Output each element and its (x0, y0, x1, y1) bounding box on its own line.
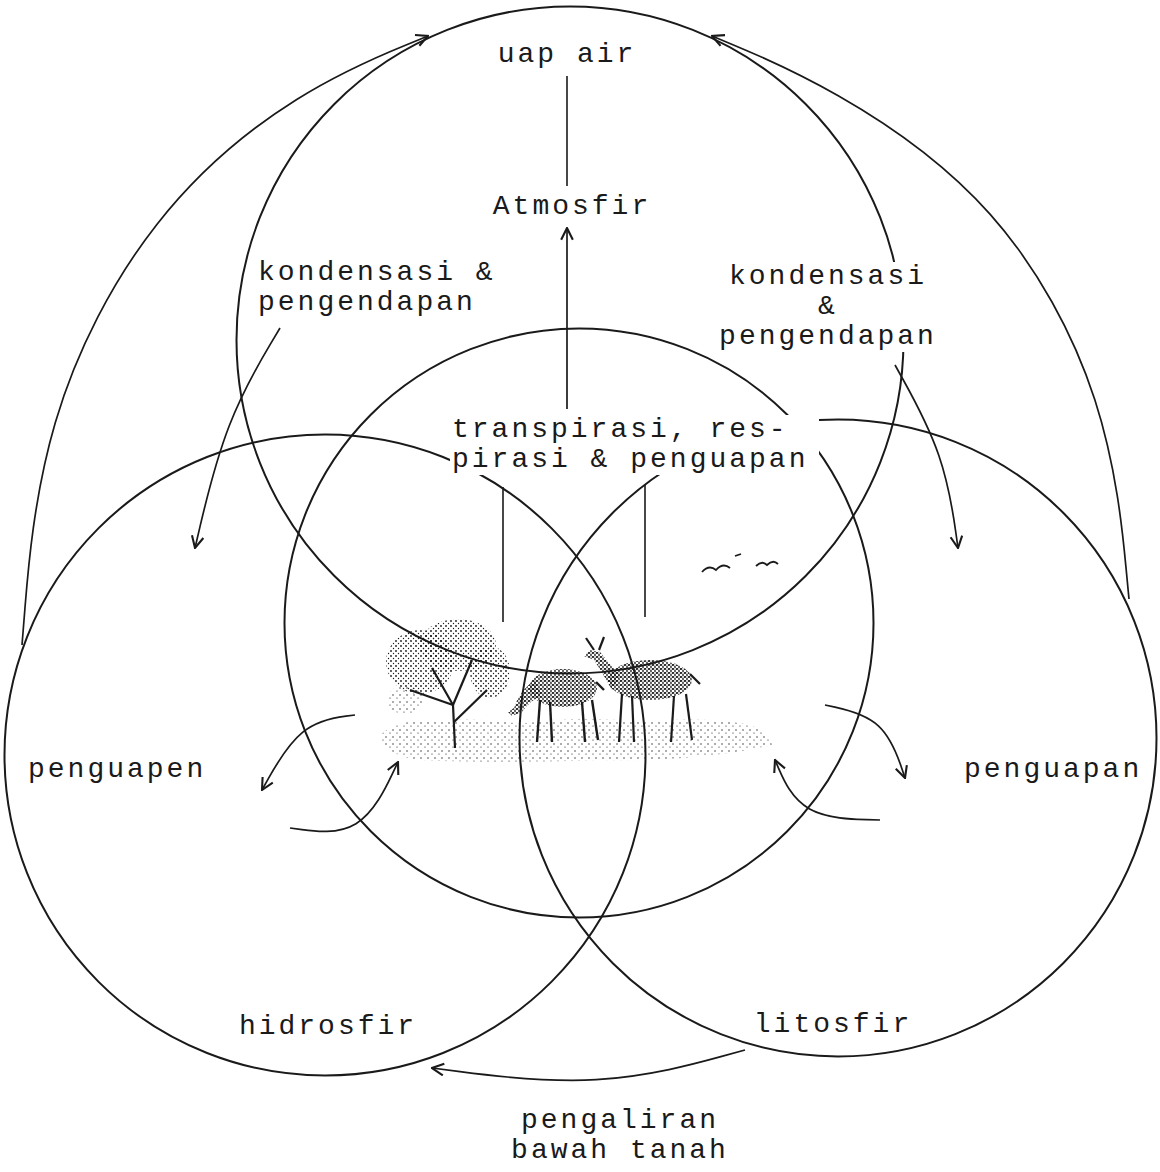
circle-outline (518, 418, 1158, 1058)
leader-lines (503, 76, 645, 622)
circle-border (520, 420, 1157, 1057)
text-slot: litosfir (752, 1010, 914, 1040)
flow-arrow (566, 228, 568, 409)
tree (386, 619, 510, 748)
text-slot: uap air (496, 40, 639, 70)
text-slot: kondensasi & pengendapan (256, 258, 510, 318)
text-slot: hidrosfir (237, 1012, 419, 1042)
text-slot: penguapan (962, 755, 1144, 785)
flow-label: kondensasi & pengendapan (710, 262, 946, 352)
flow-label: kondensasi & pengendapan (256, 258, 510, 318)
text-slot: penguapen (26, 755, 208, 785)
standing-deer (584, 637, 700, 742)
flow-arrow (432, 1050, 745, 1080)
flow-arrow (895, 365, 958, 548)
sphere-label: litosfir (752, 1010, 914, 1040)
text-slot: Atmosfir (491, 192, 653, 222)
flow-arrow (290, 762, 398, 831)
sphere-label: transpirasi, res- pirasi & penguapan (450, 415, 819, 475)
text-slot: pengaliran bawah tanah (503, 1106, 737, 1166)
flow-arrow (775, 760, 880, 820)
circle-border (285, 329, 874, 918)
circle-border (5, 435, 646, 1076)
flow-label: penguapen (26, 755, 208, 785)
sphere-label: uap air (496, 40, 639, 70)
ground-grass (380, 719, 772, 762)
sphere-label: hidrosfir (237, 1012, 419, 1042)
text-slot: kondensasi & pengendapan (710, 262, 946, 352)
flow-arrow (262, 715, 355, 790)
birds (702, 554, 778, 572)
flow-arrow (22, 36, 428, 645)
flow-label: pengaliran bawah tanah (503, 1106, 737, 1166)
flow-label: penguapan (962, 755, 1144, 785)
sphere-circle: transpirasi, res- pirasi & penguapan (283, 327, 875, 919)
text-slot: transpirasi, res- pirasi & penguapan (450, 415, 819, 475)
grazing-deer (508, 669, 604, 742)
sphere-circle: litosfir (518, 418, 1158, 1058)
sphere-label: Atmosfir (491, 192, 653, 222)
